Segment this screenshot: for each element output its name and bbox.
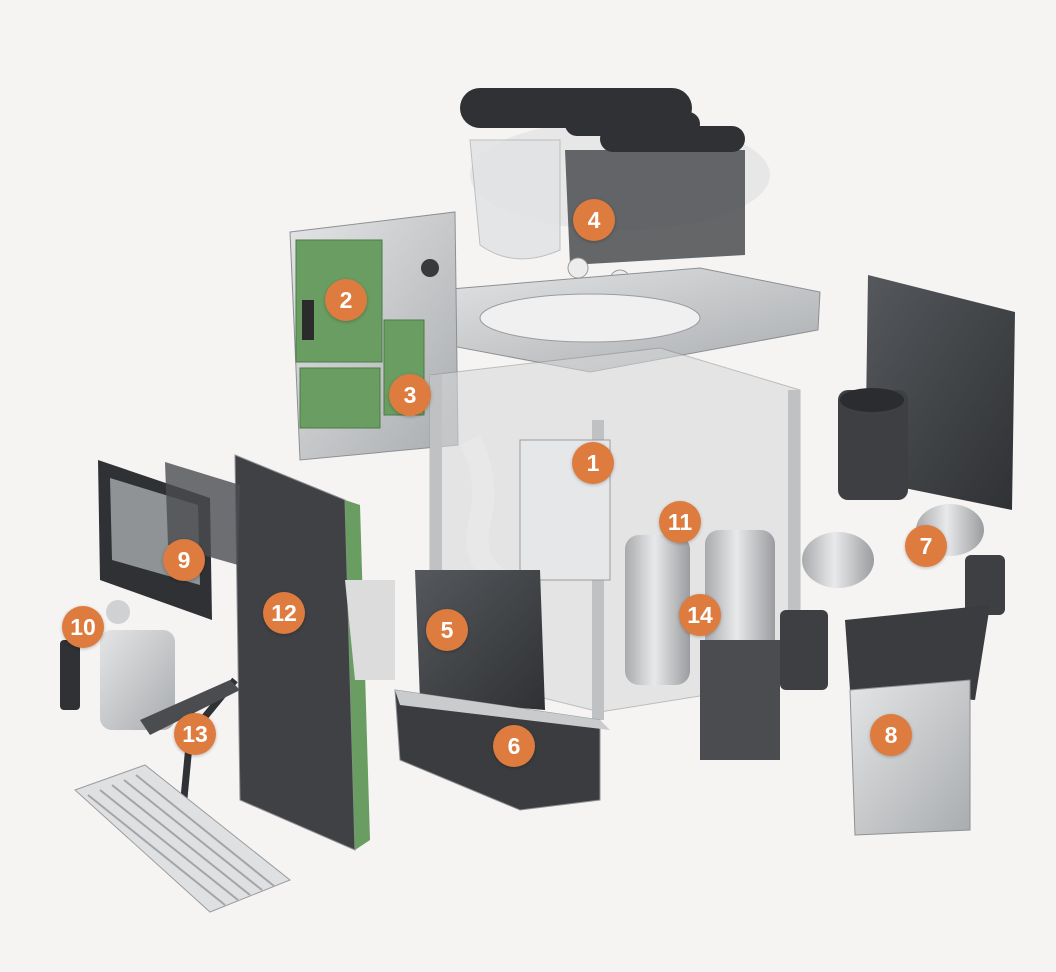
callout-badge-12: 12 bbox=[263, 592, 305, 634]
callout-badge-8: 8 bbox=[870, 714, 912, 756]
callout-badge-3: 3 bbox=[389, 374, 431, 416]
outlet-parts bbox=[60, 600, 240, 841]
callout-badge-13: 13 bbox=[174, 713, 216, 755]
callout-badge-7: 7 bbox=[905, 525, 947, 567]
callout-badge-2: 2 bbox=[325, 279, 367, 321]
drip-grate bbox=[74, 764, 291, 913]
callout-badge-11: 11 bbox=[659, 501, 701, 543]
touch-display bbox=[98, 460, 240, 620]
callout-badge-4: 4 bbox=[573, 199, 615, 241]
front-door bbox=[234, 454, 395, 851]
callout-badge-6: 6 bbox=[493, 725, 535, 767]
grinder-assembly bbox=[780, 388, 1005, 690]
bean-hopper-assembly bbox=[460, 88, 770, 291]
brewing-unit bbox=[845, 605, 990, 836]
callout-badge-14: 14 bbox=[679, 594, 721, 636]
callout-badge-5: 5 bbox=[426, 609, 468, 651]
callout-badge-9: 9 bbox=[163, 539, 205, 581]
boilers bbox=[625, 530, 780, 760]
callout-badge-10: 10 bbox=[62, 606, 104, 648]
grounds-container bbox=[415, 570, 545, 710]
callout-badge-1: 1 bbox=[572, 442, 614, 484]
